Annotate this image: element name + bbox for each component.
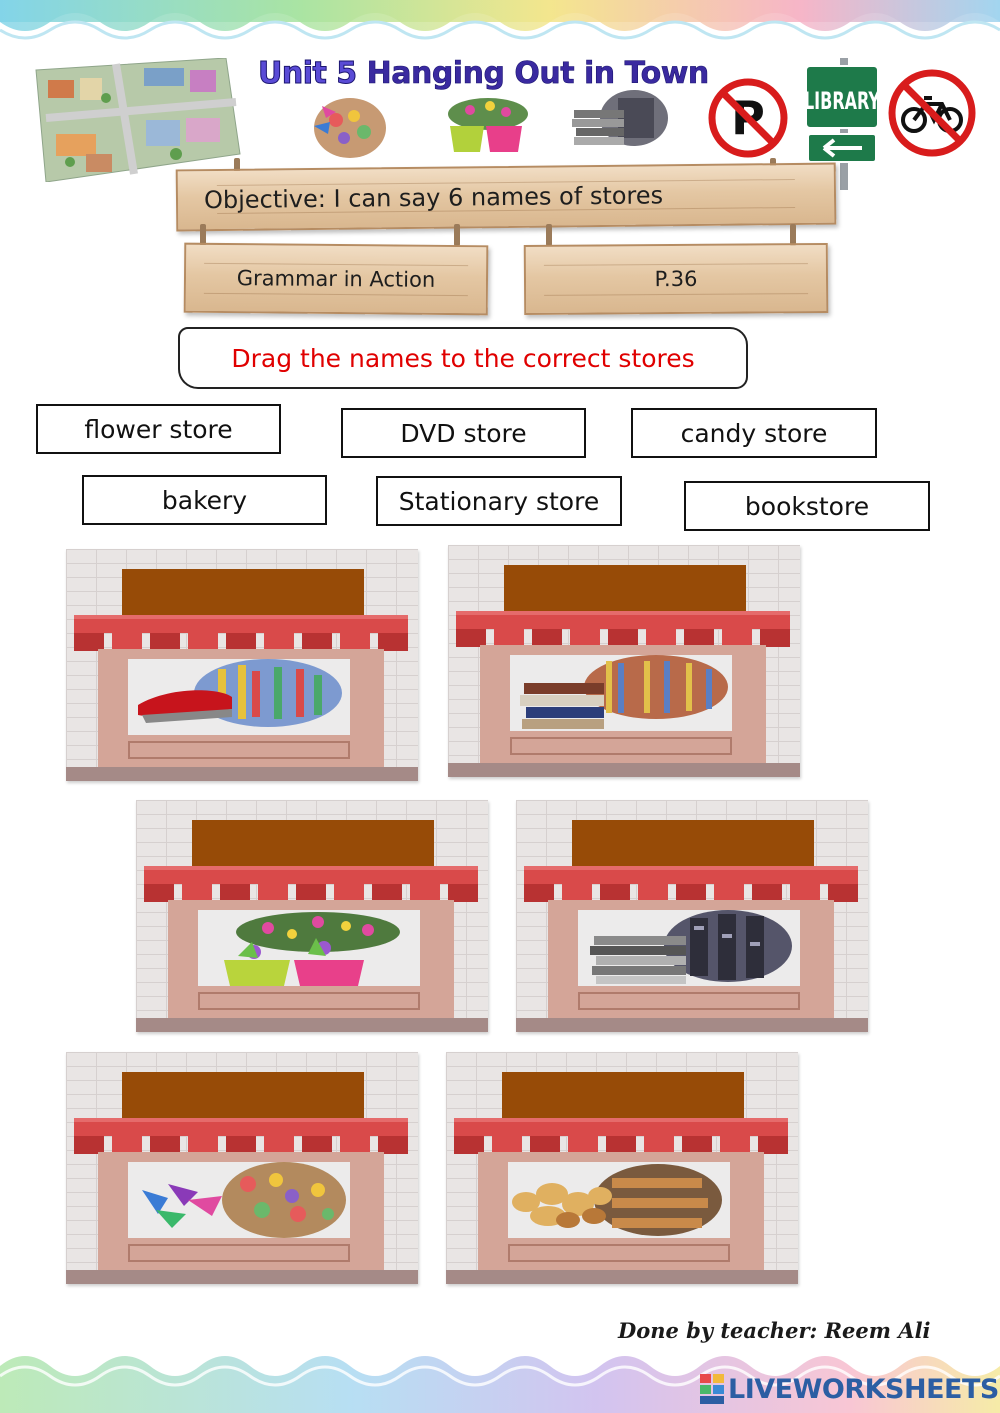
- wrapped-candy-and-candy-jars-icon: [142, 1162, 346, 1238]
- store-sign-board[interactable]: [572, 820, 814, 866]
- instruction-box: Drag the names to the correct stores: [178, 327, 748, 389]
- awning: [74, 615, 408, 651]
- books-and-bookshelves-icon: [520, 655, 728, 729]
- store-drop-zone-4[interactable]: [516, 800, 868, 1032]
- label-text: bookstore: [744, 491, 870, 521]
- dvd-stack-and-dvd-racks-icon: [590, 910, 792, 984]
- awning: [524, 866, 858, 902]
- stapler-and-stationery-shelves-icon: [138, 659, 342, 727]
- top-wave-border: [0, 0, 1000, 40]
- label-text: bakery: [161, 485, 248, 515]
- label-candy-store[interactable]: candy store: [631, 408, 877, 458]
- grammar-sign: Grammar in Action: [183, 242, 489, 316]
- awning: [456, 611, 790, 647]
- no-parking-sign-icon: P: [708, 78, 788, 158]
- store-sign-board[interactable]: [122, 569, 364, 615]
- label-text: Stationary store: [398, 486, 600, 516]
- brand-name: LIVEWORKSHEETS: [728, 1373, 999, 1405]
- label-text: candy store: [680, 418, 828, 448]
- store-drop-zone-1[interactable]: [66, 549, 418, 781]
- page-number-text: P.36: [654, 266, 698, 292]
- grammar-text: Grammar in Action: [236, 266, 436, 292]
- store-sign-board[interactable]: [122, 1072, 364, 1118]
- label-dvd-store[interactable]: DVD store: [341, 408, 586, 458]
- unit-title: Hanging Out in Town: [366, 56, 709, 92]
- town-map-illustration: [35, 58, 241, 182]
- flower-pot-icon: [448, 98, 528, 152]
- no-bicycle-sign-icon: [888, 69, 976, 157]
- store-sign-board[interactable]: [504, 565, 746, 611]
- label-text: DVD store: [400, 418, 527, 448]
- label-text: flower store: [84, 414, 233, 444]
- objective-text: Objective: I can say 6 names of stores: [203, 181, 664, 215]
- label-stationary-store[interactable]: Stationary store: [376, 476, 622, 526]
- awning: [144, 866, 478, 902]
- flower-pots-and-flowers-icon: [224, 912, 400, 986]
- awning: [454, 1118, 788, 1154]
- store-drop-zone-6[interactable]: [446, 1052, 798, 1284]
- store-drop-zone-3[interactable]: [136, 800, 488, 1032]
- teacher-credit: Done by teacher: Reem Ali: [618, 1318, 931, 1343]
- dvd-icon: [572, 90, 668, 146]
- liveworksheets-logo-icon: [700, 1374, 724, 1404]
- label-bakery[interactable]: bakery: [82, 475, 327, 525]
- store-sign-board[interactable]: [502, 1072, 744, 1118]
- objective-sign: Objective: I can say 6 names of stores: [175, 162, 837, 232]
- page-number-sign: P.36: [523, 242, 829, 316]
- label-flower-store[interactable]: flower store: [36, 404, 281, 454]
- unit-label: Unit 5: [258, 56, 358, 92]
- page-title: Unit 5 Hanging Out in Town: [258, 56, 710, 92]
- instruction-text: Drag the names to the correct stores: [231, 343, 695, 373]
- liveworksheets-logo: LIVEWORKSHEETS: [700, 1372, 999, 1406]
- bottom-wave-border: [0, 1356, 1000, 1413]
- candy-icon: [314, 98, 386, 158]
- bread-and-bakery-shelves-icon: [512, 1164, 722, 1236]
- library-label: LIBRARY: [804, 87, 880, 115]
- store-drop-zone-5[interactable]: [66, 1052, 418, 1284]
- library-sign-icon: LIBRARY: [804, 58, 880, 190]
- store-sign-board[interactable]: [192, 820, 434, 866]
- awning: [74, 1118, 408, 1154]
- label-bookstore[interactable]: bookstore: [684, 481, 930, 531]
- store-drop-zone-2[interactable]: [448, 545, 800, 777]
